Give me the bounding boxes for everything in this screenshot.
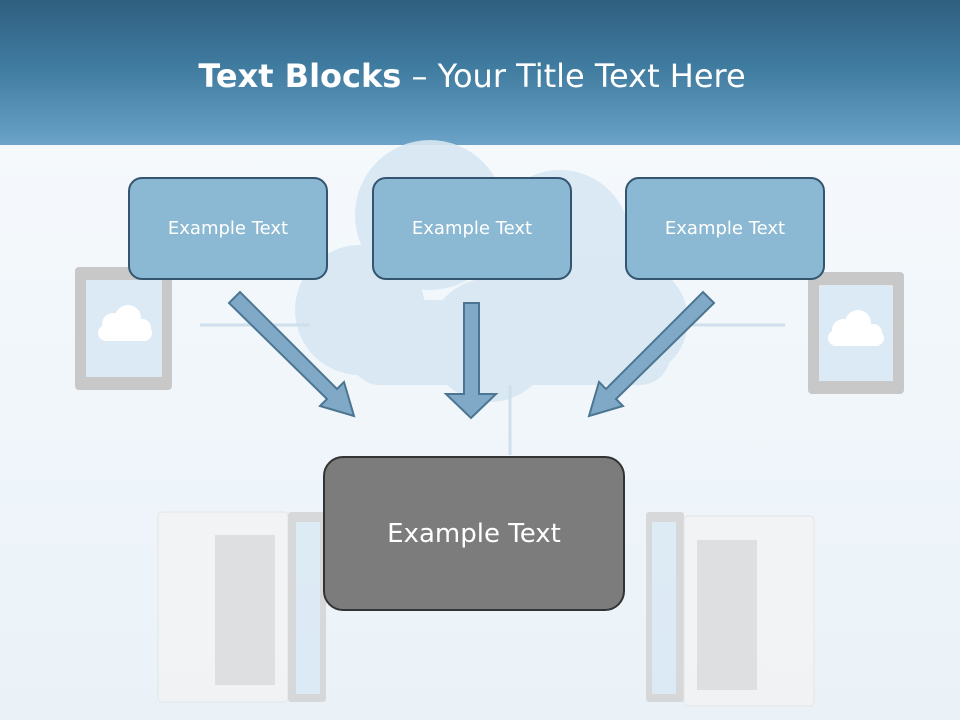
header-banner	[0, 0, 960, 145]
page-title: Text Blocks – Your Title Text Here	[0, 56, 944, 96]
tablet-icon-right	[808, 272, 904, 394]
text-block-3: Example Text	[625, 177, 825, 280]
center-text-block: Example Text	[323, 456, 625, 611]
tablet-icon-left	[75, 267, 172, 390]
arrow-center-down	[443, 302, 499, 420]
title-bold: Text Blocks	[198, 57, 402, 95]
title-rest: Your Title Text Here	[437, 57, 746, 95]
text-block-2: Example Text	[372, 177, 572, 280]
title-dash: –	[411, 57, 428, 95]
arrow-left-diagonal	[227, 290, 356, 418]
arrow-right-diagonal	[587, 290, 716, 418]
laptop-icon-left	[157, 511, 326, 703]
laptop-icon-right	[646, 512, 815, 707]
text-block-1: Example Text	[128, 177, 328, 280]
